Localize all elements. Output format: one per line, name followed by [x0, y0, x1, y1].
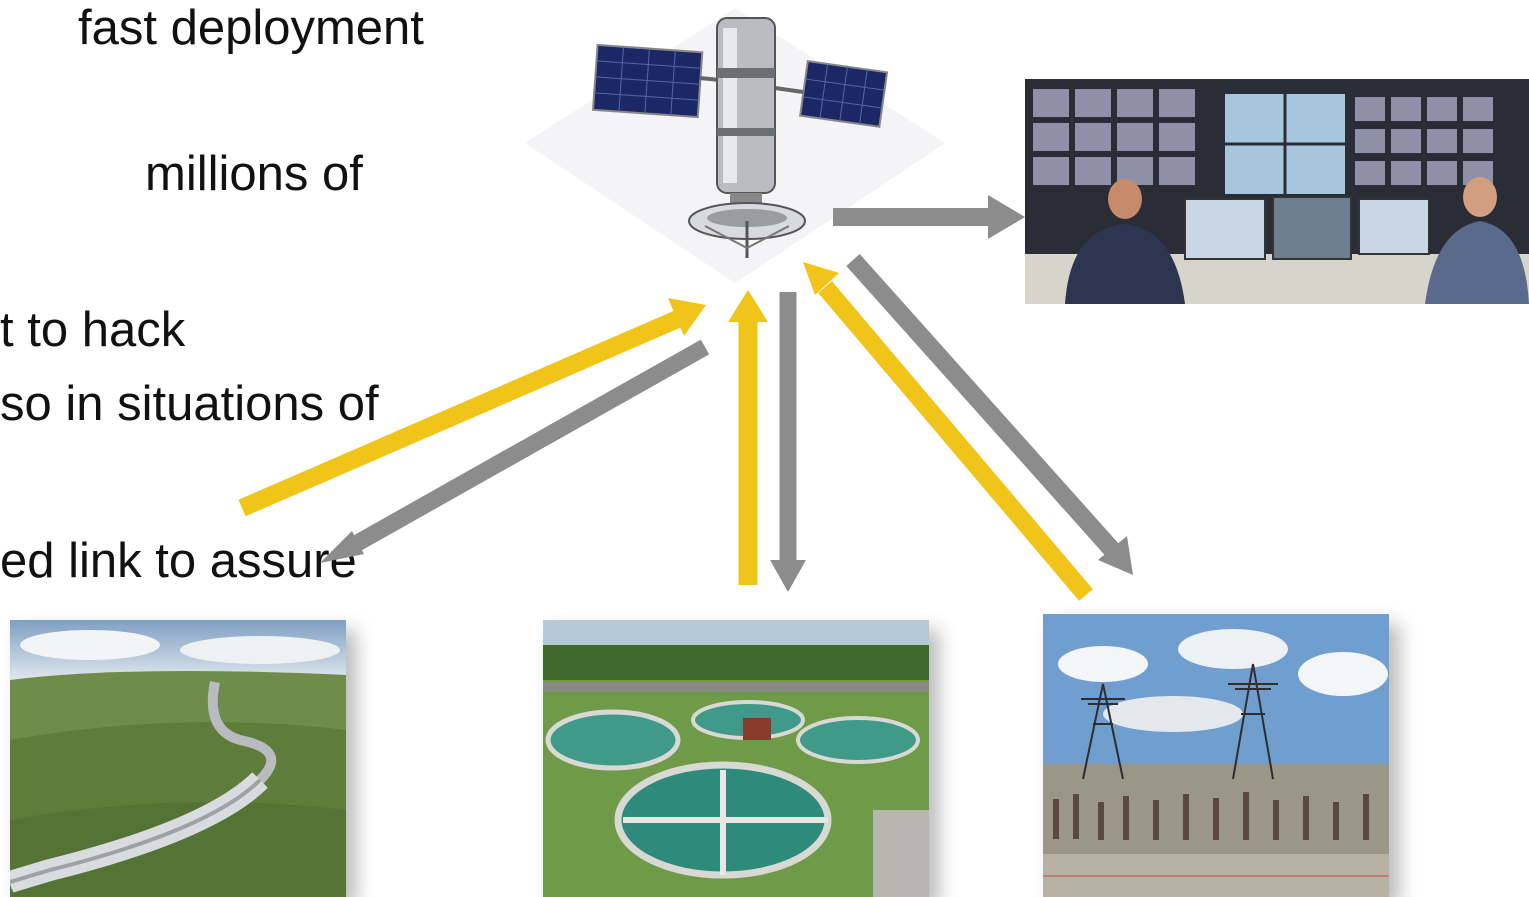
substation-photo [1043, 614, 1389, 897]
arrow-satellite-to-substation [846, 254, 1133, 575]
bullet-text-3: t to hack [0, 303, 186, 357]
water-treatment-icon [543, 620, 929, 897]
control-room-icon [1025, 79, 1529, 304]
bullet-text-5: ed link to assure [0, 534, 357, 588]
arrow-satellite-to-control-room [833, 195, 1025, 239]
water-treatment-photo [543, 620, 929, 897]
arrow-satellite-to-water [770, 292, 806, 592]
satellite-image [525, 8, 945, 283]
arrow-water-to-satellite [728, 290, 768, 585]
control-room-photo [1025, 79, 1529, 304]
arrow-substation-to-satellite [803, 262, 1093, 601]
bullet-text-1: fast deployment [78, 1, 424, 55]
pipeline-icon [10, 620, 346, 897]
substation-icon [1043, 614, 1389, 897]
bullet-text-4: so in situations of [0, 377, 379, 431]
arrow-satellite-to-pipeline [320, 339, 710, 563]
pipeline-photo [10, 620, 346, 897]
arrow-pipeline-to-satellite [238, 298, 706, 517]
bullet-text-2: millions of [145, 147, 363, 201]
satellite-icon [525, 8, 945, 283]
